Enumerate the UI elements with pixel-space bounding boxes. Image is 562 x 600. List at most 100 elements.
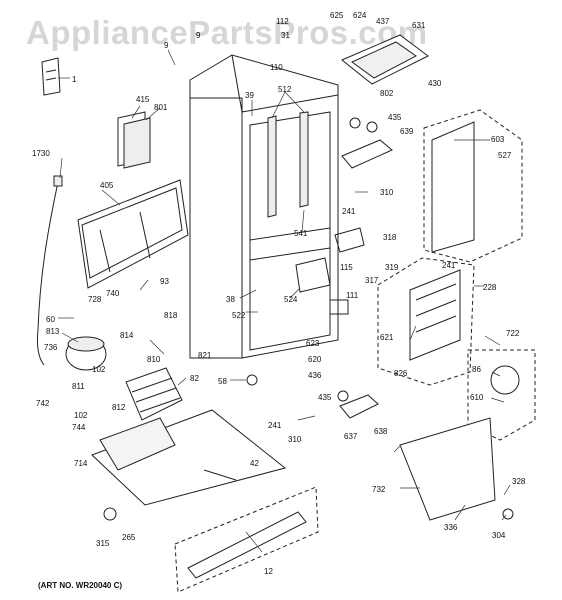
callout-label: 714 [74,459,88,468]
leader-lines [58,49,511,553]
callout-label: 814 [120,331,134,340]
callout-label: 310 [380,188,394,197]
callout-label: 624 [353,11,367,20]
callout-label: 315 [96,539,110,548]
callout-label: 740 [106,289,120,298]
callout-label: 228 [483,283,497,292]
callout-label: 524 [284,295,298,304]
callout-label: 522 [232,311,246,320]
callout-label: 317 [365,276,379,285]
callout-label: 304 [492,531,506,540]
callout-label: 1 [72,75,77,84]
callout-label: 610 [470,393,484,402]
callout-label: 93 [160,277,169,286]
cabinet-body [189,54,339,359]
callout-label: 318 [383,233,397,242]
callout-label: 435 [318,393,332,402]
leveling-foot [246,374,258,386]
callout-label: 430 [428,79,442,88]
callout-label: 512 [278,85,292,94]
callout-label: 527 [498,151,512,160]
screw [502,508,514,520]
callout-label: 722 [506,329,520,338]
light-bulb [349,117,361,129]
callout-label: 112 [276,17,289,26]
callout-label: 86 [472,365,481,374]
back-panel [77,179,189,289]
callout-label: 58 [218,377,227,386]
fan-shroud [399,417,496,521]
callout-label: 742 [36,399,50,408]
callout-label: 38 [226,295,235,304]
callout-label: 111 [346,291,359,300]
callout-label: 801 [154,103,168,112]
callout-label: 437 [376,17,390,26]
evaporator-box [377,257,475,386]
base-pan [91,409,287,506]
callout-label: 812 [112,403,126,412]
art-number: (ART NO. WR20040 C) [38,581,123,590]
callout-label: 265 [122,533,136,542]
callout-label: 102 [74,411,88,420]
callout-label: 241 [268,421,282,430]
callout-label: 319 [385,263,399,272]
callout-label: 623 [306,339,320,348]
light-cover-lower [339,394,379,419]
label-card [41,57,61,96]
power-cord [37,181,59,366]
light-bulb [337,390,349,402]
callout-label: 639 [400,127,414,136]
air-duct [431,121,475,253]
callout-label: 620 [308,355,322,364]
light-bulb [366,121,378,133]
callout-label: 12 [264,567,273,576]
callout-label: 603 [491,135,505,144]
thermistor-housing [329,299,349,315]
callout-label: 638 [374,427,388,436]
roller [103,507,117,521]
callout-label: 60 [46,315,55,324]
fan-box [467,349,536,441]
compressor [65,336,107,371]
callout-label: 736 [44,343,58,352]
callout-label: 115 [340,263,353,272]
callout-label: 436 [308,371,322,380]
callout-label: 541 [294,229,308,238]
part-callouts: 1 9 9 112 625 624 437 631 31 110 430 802… [32,11,526,576]
air-duct-box [423,109,523,263]
callout-label: 405 [100,181,114,190]
callout-label: 811 [72,382,85,391]
callout-label: 728 [88,295,102,304]
callout-label: 810 [147,355,161,364]
callout-label: 802 [380,89,394,98]
shelf-rails [267,111,309,218]
callout-label: 821 [198,351,212,360]
callout-label: 818 [164,311,178,320]
callout-label: 621 [380,333,394,342]
kick-plate [174,486,319,593]
callout-label: 435 [388,113,402,122]
callout-label: 310 [288,435,302,444]
callout-label: 415 [136,95,150,104]
fan-blade [490,365,520,395]
callout-label: 625 [330,11,344,20]
callout-label: 42 [250,459,259,468]
callout-label: 813 [46,327,60,336]
callout-label: 9 [164,41,169,50]
callout-label: 1730 [32,149,50,158]
callout-label: 637 [344,432,358,441]
callout-label: 110 [270,63,283,72]
callout-label: 328 [512,477,526,486]
callout-label: 631 [412,21,426,30]
condenser-coil [125,367,183,421]
callout-label: 241 [442,261,456,270]
callout-label: 39 [245,91,254,100]
callout-label: 336 [444,523,458,532]
callout-label: 732 [372,485,386,494]
filter-panels [117,111,151,169]
callout-label: 9 [196,31,201,40]
evap-cover [295,257,331,293]
callout-label: 826 [394,369,408,378]
